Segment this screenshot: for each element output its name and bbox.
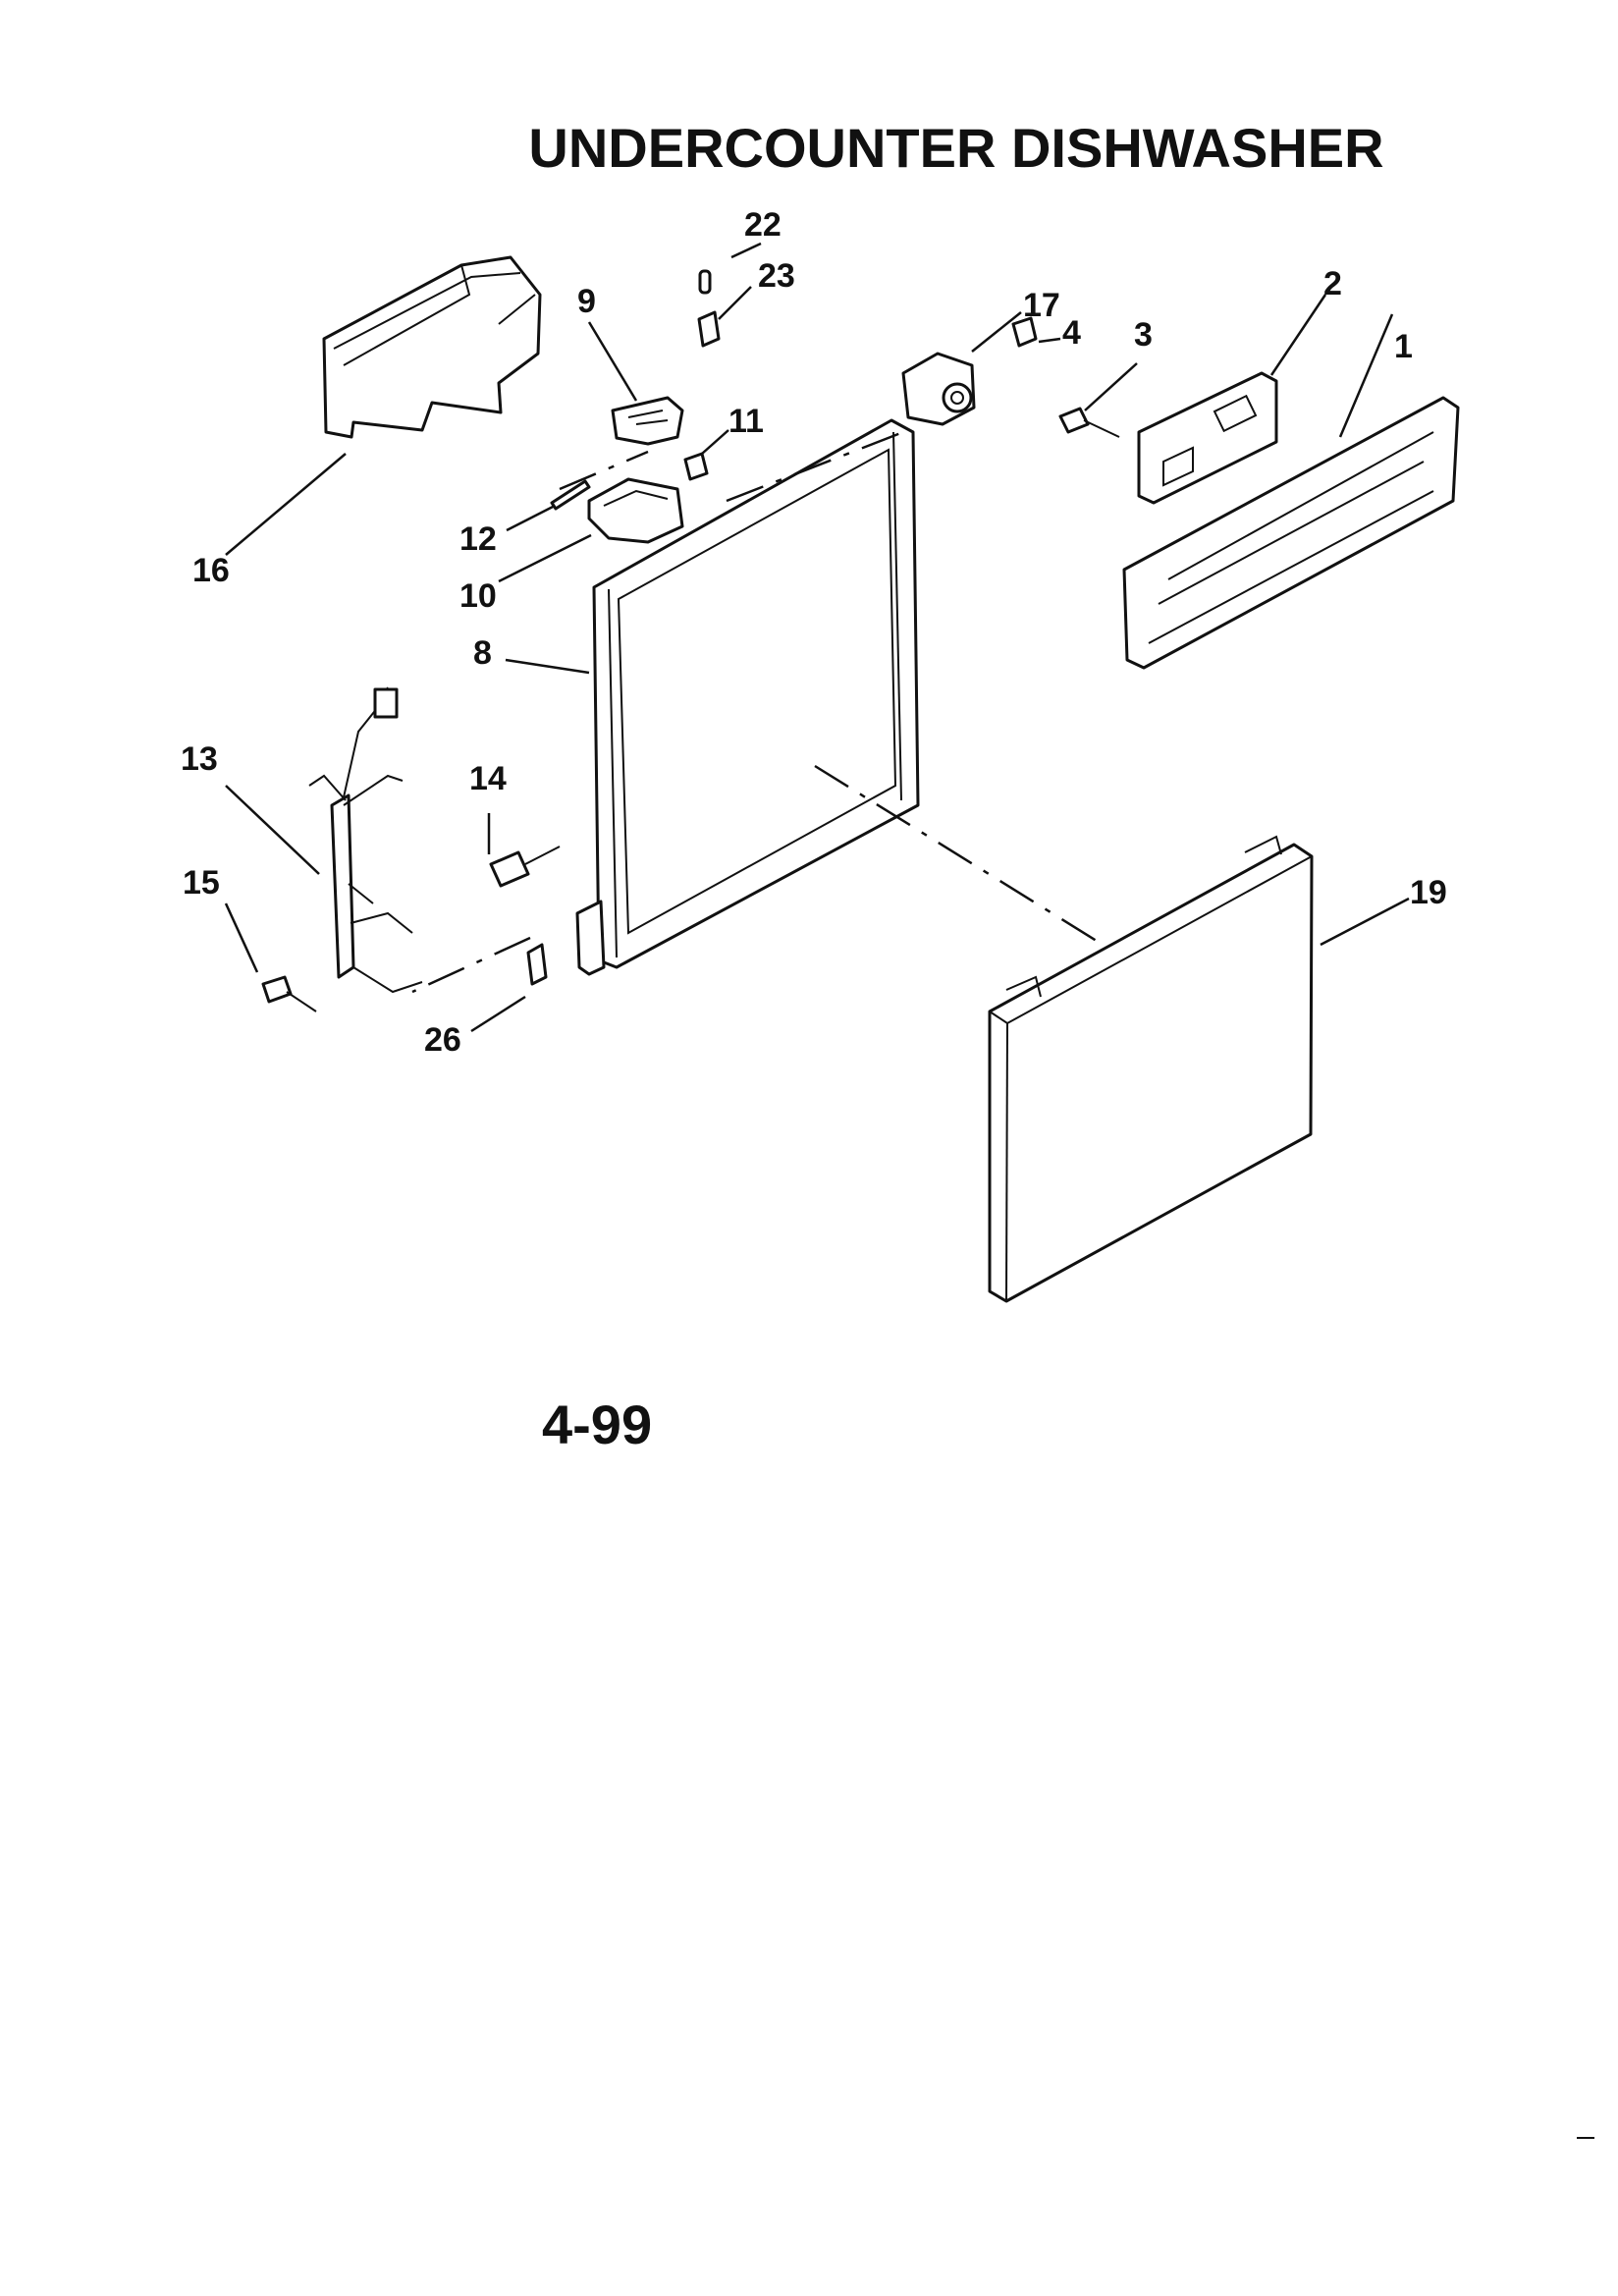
part-22-spring xyxy=(698,269,712,295)
part-14-connector xyxy=(489,846,561,888)
part-13-wire-harness xyxy=(308,686,423,994)
callout-1: 1 xyxy=(1394,328,1413,365)
callout-3: 3 xyxy=(1134,316,1153,354)
part-19-door-panel xyxy=(988,835,1314,1303)
callout-11: 11 xyxy=(728,403,764,440)
assembly-lines xyxy=(411,430,1101,994)
part-2-control-panel xyxy=(1137,371,1278,505)
page-code: 4-99 xyxy=(542,1394,653,1455)
callout-23: 23 xyxy=(758,257,795,295)
part-9-door-latch xyxy=(611,396,684,446)
part-11-switch xyxy=(683,452,709,481)
callout-10: 10 xyxy=(459,577,497,615)
callout-labels: 22 23 9 17 4 2 3 1 11 12 16 10 8 13 14 1… xyxy=(181,206,1447,1059)
part-26-clip xyxy=(526,943,548,986)
callout-19: 19 xyxy=(1410,874,1447,911)
diagram-title: UNDERCOUNTER DISHWASHER xyxy=(528,117,1384,179)
part-23-latch-clip xyxy=(697,310,721,348)
callout-22: 22 xyxy=(744,206,782,244)
callout-12: 12 xyxy=(459,520,497,558)
part-4-clip xyxy=(1011,316,1038,348)
callout-15: 15 xyxy=(183,864,220,902)
part-8-door-frame xyxy=(575,418,920,976)
callout-13: 13 xyxy=(181,740,218,778)
callout-4: 4 xyxy=(1062,314,1081,352)
callout-14: 14 xyxy=(469,760,507,797)
callout-26: 26 xyxy=(424,1021,461,1059)
part-15-screw xyxy=(261,975,317,1012)
edge-mark xyxy=(1577,2137,1594,2139)
part-17-switch-bracket xyxy=(901,352,976,426)
callout-17: 17 xyxy=(1023,287,1060,324)
callout-2: 2 xyxy=(1323,265,1342,302)
part-10-latch-housing xyxy=(587,477,684,544)
callout-8: 8 xyxy=(473,634,492,672)
callout-9: 9 xyxy=(577,283,596,320)
part-3-screw xyxy=(1058,407,1120,438)
leader-lines xyxy=(224,242,1410,1033)
callout-16: 16 xyxy=(192,552,230,589)
part-16-insulation-cover xyxy=(322,255,542,439)
part-1-console-panel xyxy=(1122,396,1460,670)
